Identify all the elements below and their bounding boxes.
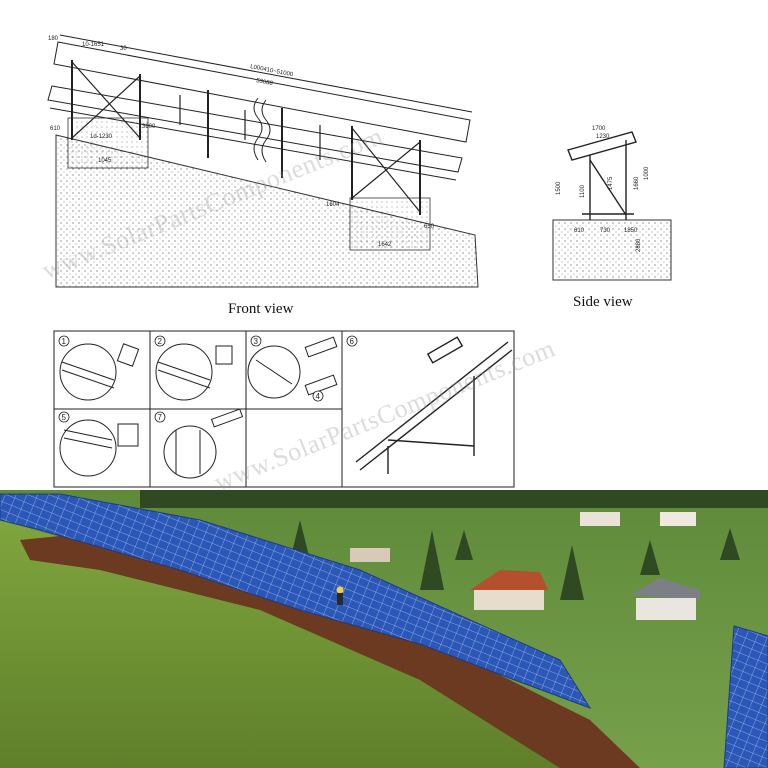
- dim-side-9: 1000: [644, 166, 650, 180]
- houses: [350, 512, 700, 620]
- step-2-sketch: [155, 343, 233, 401]
- foundation-right: [349, 197, 431, 251]
- step-number-6: 6: [350, 337, 355, 346]
- side-ground: [552, 219, 672, 281]
- side-dimensions: 1700 1230 1500 1100 1660 1475 610 730 18…: [556, 126, 650, 252]
- dim-front-7: 1d-1230: [90, 134, 113, 140]
- step-6-sketch: [355, 336, 513, 474]
- dim-front-6: 610: [50, 126, 61, 132]
- step-5-sketch: [59, 419, 139, 477]
- dim-front-2: 30: [120, 46, 127, 52]
- dim-front-0: 180: [48, 36, 59, 42]
- dim-side-4: 1660: [634, 176, 640, 190]
- dim-side-10: 2880: [636, 238, 642, 252]
- front-posts: [71, 60, 421, 215]
- step-numbers: 1 2 3 4 5 6 7: [58, 335, 358, 423]
- step-number-4: 4: [316, 392, 321, 401]
- front-braces: [71, 61, 421, 213]
- tree-line: [140, 490, 768, 600]
- solar-panel-array: [0, 493, 592, 709]
- side-view-caption: Side view: [573, 294, 633, 310]
- worker-figure: [336, 586, 344, 605]
- solar-panel-right: [723, 625, 768, 768]
- step-7-sketch: [163, 408, 244, 479]
- foundation-left: [67, 117, 149, 169]
- step-number-1: 1: [62, 337, 67, 346]
- dim-side-1: 1230: [596, 134, 610, 140]
- break-mark: [253, 97, 263, 161]
- dim-side-5: 1475: [608, 176, 614, 190]
- dim-front-9: 1604: [326, 202, 340, 208]
- step-number-7: 7: [158, 413, 163, 422]
- break-mark-2: [261, 99, 271, 163]
- mulch-strip: [20, 530, 640, 768]
- front-view-caption: Front view: [228, 301, 294, 317]
- dim-front-8: 1045: [98, 158, 112, 164]
- dim-front-10: 1642: [378, 242, 392, 248]
- dim-side-2: 1500: [556, 181, 562, 195]
- step-number-3: 3: [254, 337, 259, 346]
- step-1-sketch: [59, 343, 140, 401]
- step-3-sketch: [247, 336, 338, 399]
- step-number-5: 5: [62, 413, 67, 422]
- dim-side-8: 1850: [624, 228, 638, 234]
- dim-side-3: 1100: [580, 184, 586, 198]
- dim-front-11: 650: [424, 224, 435, 230]
- dim-front-5: 3600: [142, 124, 156, 130]
- dim-side-0: 1700: [592, 126, 606, 132]
- side-structure: [567, 131, 637, 220]
- step-number-2: 2: [158, 337, 163, 346]
- dim-front-1: 10-1651: [82, 42, 105, 48]
- dim-side-6: 610: [574, 228, 585, 234]
- dim-front-4: 53688: [256, 78, 274, 87]
- dim-side-7: 730: [600, 228, 611, 234]
